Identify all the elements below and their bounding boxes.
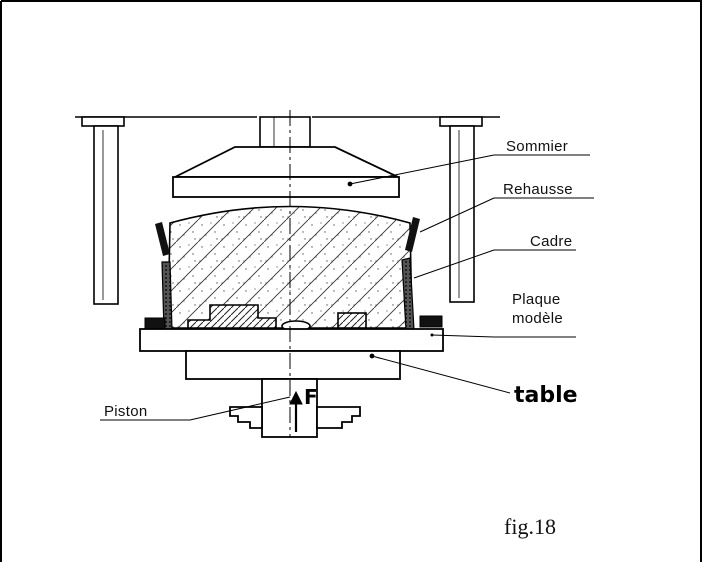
label-sommier: Sommier <box>506 138 568 155</box>
machine-table <box>185 350 401 380</box>
sommier-head <box>172 146 400 198</box>
right-column <box>449 125 475 303</box>
label-rehausse: Rehausse <box>503 181 573 198</box>
machine-frame-top <box>75 116 500 127</box>
plaque-modele <box>139 328 444 352</box>
upper-rod <box>259 116 311 148</box>
force-arrow <box>289 390 303 432</box>
leader-lines <box>100 154 594 421</box>
rehausse <box>155 217 420 256</box>
figure-caption: fig.18 <box>504 514 556 539</box>
label-cadre: Cadre <box>530 233 572 250</box>
label-plaque-line2: modèle <box>512 310 563 327</box>
label-plaque-line1: Plaque <box>512 291 561 308</box>
label-piston: Piston <box>104 403 148 420</box>
force-label: F <box>304 385 318 409</box>
label-table: table <box>514 383 578 408</box>
left-column <box>93 125 119 305</box>
pattern-model <box>187 304 367 332</box>
